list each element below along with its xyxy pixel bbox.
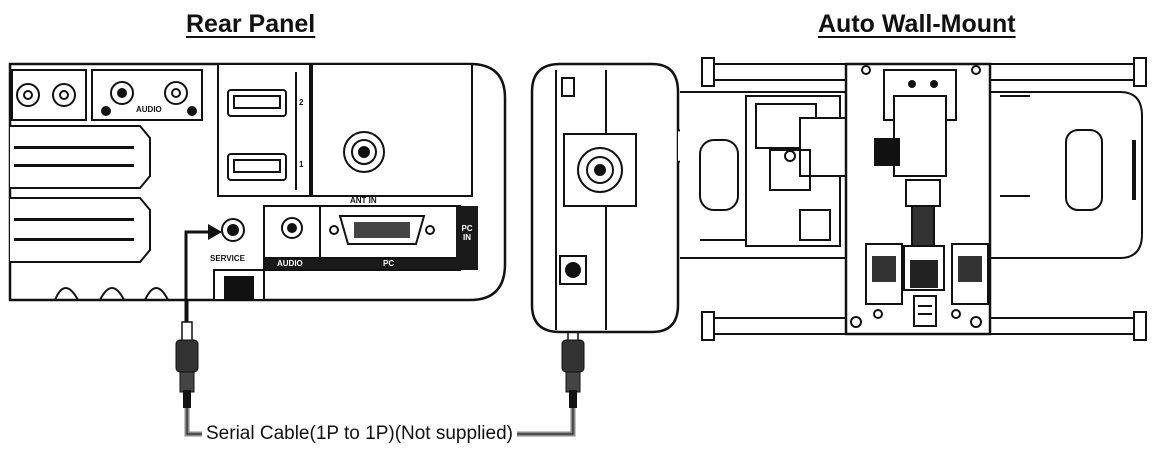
antenna-port: [311, 63, 473, 197]
service-arrow: [184, 224, 222, 330]
scart-pins: [14, 146, 134, 241]
hdmi-1-label: 1: [299, 160, 304, 169]
cable-caption: Serial Cable(1P to 1P)(Not supplied): [202, 423, 517, 445]
rear-panel: [8, 62, 507, 302]
rca-jacks-top: [11, 69, 203, 121]
audio-top-label: AUDIO: [136, 105, 162, 114]
service-jack: [221, 218, 245, 242]
audio-pc-block: [263, 205, 478, 271]
bottom-jacks: [54, 269, 265, 301]
pc-label: PC: [383, 259, 395, 268]
ant-in-label: ANT IN: [350, 196, 377, 205]
pc-in-label: PC IN: [461, 224, 473, 242]
rear-panel-heading: Rear Panel: [186, 10, 316, 38]
auto-wall-mount-heading: Auto Wall-Mount: [818, 10, 1016, 38]
hdmi-ports: [217, 63, 311, 197]
audio-label: AUDIO: [277, 259, 303, 268]
service-label: SERVICE: [210, 254, 245, 263]
hdmi-2-label: 2: [299, 98, 304, 107]
scart-connectors: [10, 125, 151, 263]
serial-cable: [175, 280, 585, 437]
auto-wall-mount: [680, 57, 1147, 341]
